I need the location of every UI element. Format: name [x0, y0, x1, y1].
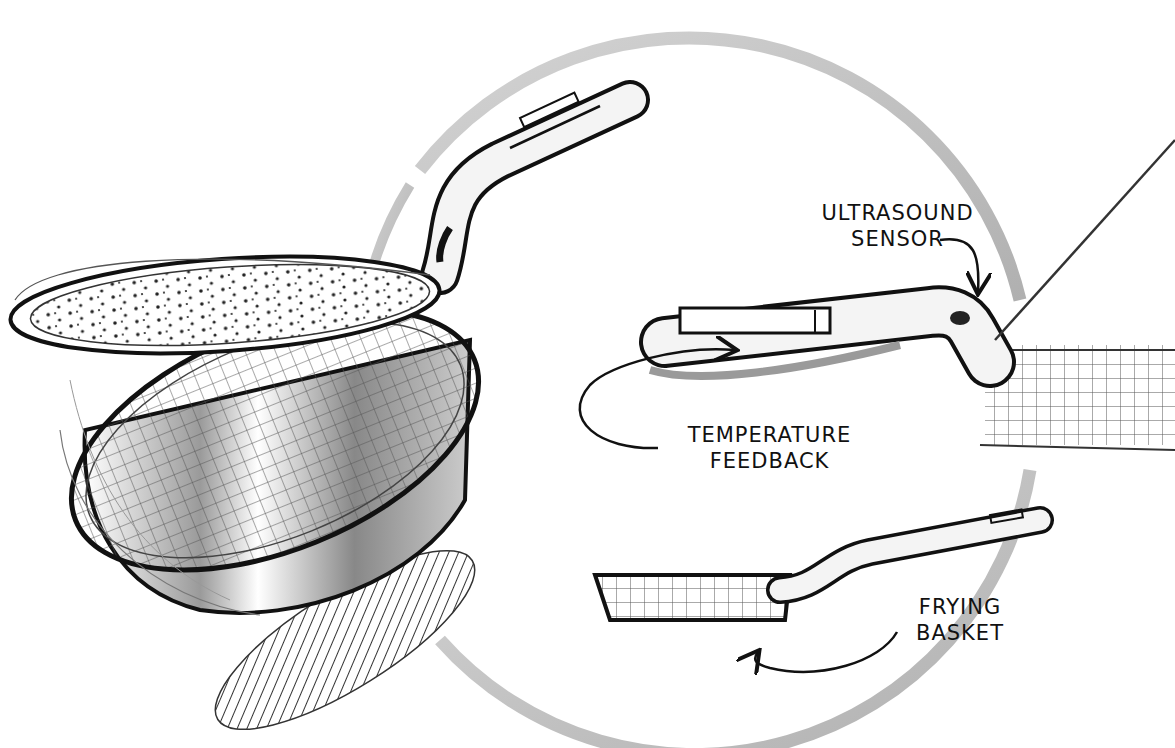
callout-label: ULTRASOUND SENSOR: [815, 200, 980, 252]
callout-label: FRYING BASKET: [895, 594, 1025, 646]
callout-label: TEMPERATURE FEEDBACK: [662, 422, 877, 474]
